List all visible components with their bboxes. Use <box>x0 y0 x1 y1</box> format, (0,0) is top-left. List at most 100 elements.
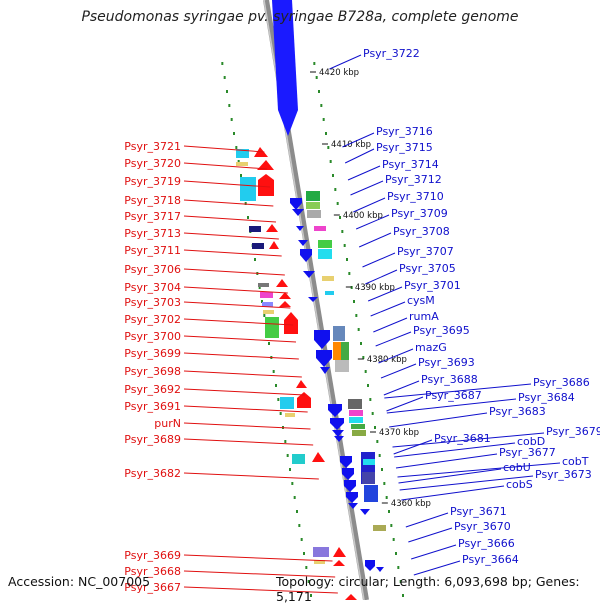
gene-psyr-3716[interactable] <box>306 191 320 201</box>
gene-label-left[interactable]: Psyr_3699 <box>124 347 181 360</box>
gene-label-left[interactable]: Psyr_3703 <box>124 296 181 309</box>
gene-label-left[interactable]: Psyr_3668 <box>124 565 181 578</box>
gene-psyr-3671[interactable] <box>373 525 386 531</box>
gene-blue-2[interactable] <box>300 249 312 262</box>
gene-psyr-3691[interactable] <box>280 397 294 409</box>
gene-label-right[interactable]: Psyr_3701 <box>404 279 461 292</box>
gene-blue-9[interactable] <box>332 430 344 437</box>
gene-label-right[interactable]: Psyr_3686 <box>533 376 590 389</box>
gene-label-left[interactable]: purN <box>154 417 181 430</box>
gene-psyr-3670[interactable] <box>360 509 370 515</box>
gene-label-left[interactable]: Psyr_3667 <box>124 581 181 594</box>
gene-psyr-3687[interactable] <box>349 410 363 416</box>
gene-label-left[interactable]: Psyr_3669 <box>124 549 181 562</box>
gene-blue-8[interactable] <box>330 418 344 430</box>
gene-label-right[interactable]: Psyr_3710 <box>387 190 444 203</box>
gene-label-left[interactable]: Psyr_3719 <box>124 175 181 188</box>
gene-label-right[interactable]: Psyr_3687 <box>425 389 482 402</box>
gene-blue-7[interactable] <box>320 367 330 374</box>
gene-red-7[interactable] <box>345 594 357 600</box>
gene-psyr-3682[interactable] <box>292 454 305 464</box>
gene-psyr-3698[interactable] <box>265 317 279 338</box>
gene-label-right[interactable]: Psyr_3688 <box>421 373 478 386</box>
gene-label-right[interactable]: Psyr_3670 <box>454 520 511 533</box>
gene-label-right[interactable]: Psyr_3664 <box>462 553 519 566</box>
gene-blue-4[interactable] <box>308 297 318 302</box>
gene-label-right[interactable]: cobT <box>562 455 589 468</box>
gene-cobu[interactable] <box>340 456 352 468</box>
gene-label-right[interactable]: cobS <box>506 478 533 491</box>
gene-label-right[interactable]: Psyr_3671 <box>450 505 507 518</box>
gene-label-right[interactable]: Psyr_3712 <box>385 173 442 186</box>
gene-psyr-3707[interactable] <box>318 240 332 248</box>
gene-dark-1[interactable] <box>252 243 264 249</box>
gene-label-right[interactable]: mazG <box>415 341 447 354</box>
gene-psyr-3721[interactable] <box>236 149 249 158</box>
gene-label-right[interactable]: Psyr_3722 <box>363 47 420 60</box>
gene-red-3[interactable] <box>279 301 291 307</box>
gene-psyr-3718[interactable] <box>257 160 274 170</box>
gene-psyr-3710[interactable] <box>292 209 304 216</box>
gene-label-right[interactable]: Psyr_3714 <box>382 158 439 171</box>
gene-psyr-3688[interactable] <box>348 399 362 409</box>
gene-label-left[interactable]: Psyr_3704 <box>124 281 181 294</box>
gene-label-right[interactable]: Psyr_3673 <box>535 468 592 481</box>
gene-psyr-3684[interactable] <box>351 424 365 429</box>
gene-mazg[interactable] <box>341 342 349 360</box>
gene-label-right[interactable]: Psyr_3684 <box>518 391 575 404</box>
gene-psyr-3717[interactable] <box>240 177 256 201</box>
gene-label-left[interactable]: Psyr_3682 <box>124 467 181 480</box>
gene-psyr-3686[interactable] <box>349 417 363 423</box>
gene-purn[interactable] <box>297 392 311 408</box>
gene-label-left[interactable]: Psyr_3689 <box>124 433 181 446</box>
gene-psyr-3681[interactable] <box>328 404 342 417</box>
gene-label-right[interactable]: cobD <box>517 435 545 448</box>
gene-psyr-3701[interactable] <box>322 276 334 281</box>
gene-psyr-3702[interactable] <box>279 292 291 299</box>
gene-psyr-3668[interactable] <box>333 547 346 557</box>
gene-label-right[interactable]: Psyr_3707 <box>397 245 454 258</box>
gene-psyr-3706[interactable] <box>258 283 269 287</box>
gene-psyr-3704[interactable] <box>276 279 288 287</box>
gene-blue-1[interactable] <box>296 226 304 231</box>
gene-label-left[interactable]: Psyr_3717 <box>124 210 181 223</box>
gene-label-left[interactable]: Psyr_3721 <box>124 140 181 153</box>
gene-psyr-3719[interactable] <box>236 162 248 166</box>
gene-label-left[interactable]: Psyr_3700 <box>124 330 181 343</box>
gene-label-right[interactable]: Psyr_3679 <box>546 425 600 438</box>
gene-psyr-3712[interactable] <box>290 198 302 210</box>
gene-psyr-3664[interactable] <box>376 567 384 572</box>
gene-psyr-3666[interactable] <box>365 560 375 571</box>
gene-ruma[interactable] <box>333 326 345 341</box>
gene-label-left[interactable]: Psyr_3711 <box>124 244 181 257</box>
gene-psyr-3700[interactable] <box>262 302 273 307</box>
gene-psyr-3715[interactable] <box>306 202 320 209</box>
gene-psyr-3705[interactable] <box>318 249 332 259</box>
gene-psyr-3669[interactable] <box>313 547 329 557</box>
gene-label-right[interactable]: Psyr_3716 <box>376 125 433 138</box>
gene-psyr-3683[interactable] <box>352 430 366 436</box>
gene-psyr-3699[interactable] <box>263 310 274 314</box>
gene-label-right[interactable]: Psyr_3705 <box>399 262 456 275</box>
gene-psyr-3692[interactable] <box>296 380 307 388</box>
gene-label-right[interactable]: cobU <box>503 461 531 474</box>
gene-cobt[interactable] <box>364 485 378 502</box>
gene-label-left[interactable]: Psyr_3698 <box>124 365 181 378</box>
gene-label-right[interactable]: Psyr_3666 <box>458 537 515 550</box>
gene-label-left[interactable]: Psyr_3691 <box>124 400 181 413</box>
gene-label-right[interactable]: cysM <box>407 294 435 307</box>
gene-cluster-red-1[interactable] <box>258 174 274 196</box>
gene-red-4[interactable] <box>284 312 298 334</box>
gene-label-right[interactable]: Psyr_3683 <box>489 405 546 418</box>
gene-psyr-3667[interactable] <box>314 560 325 564</box>
gene-blue-11[interactable] <box>346 492 358 503</box>
gene-blue-6[interactable] <box>316 350 332 367</box>
gene-psyr-3709[interactable] <box>314 226 326 231</box>
gene-psyr-3703[interactable] <box>260 292 273 298</box>
gene-psyr-3677[interactable] <box>362 472 375 484</box>
gene-psyr-3689[interactable] <box>285 413 295 417</box>
gene-label-left[interactable]: Psyr_3706 <box>124 263 181 276</box>
gene-psyr-3711[interactable] <box>266 224 278 232</box>
gene-label-right[interactable]: Psyr_3709 <box>391 207 448 220</box>
gene-label-left[interactable]: Psyr_3713 <box>124 227 181 240</box>
